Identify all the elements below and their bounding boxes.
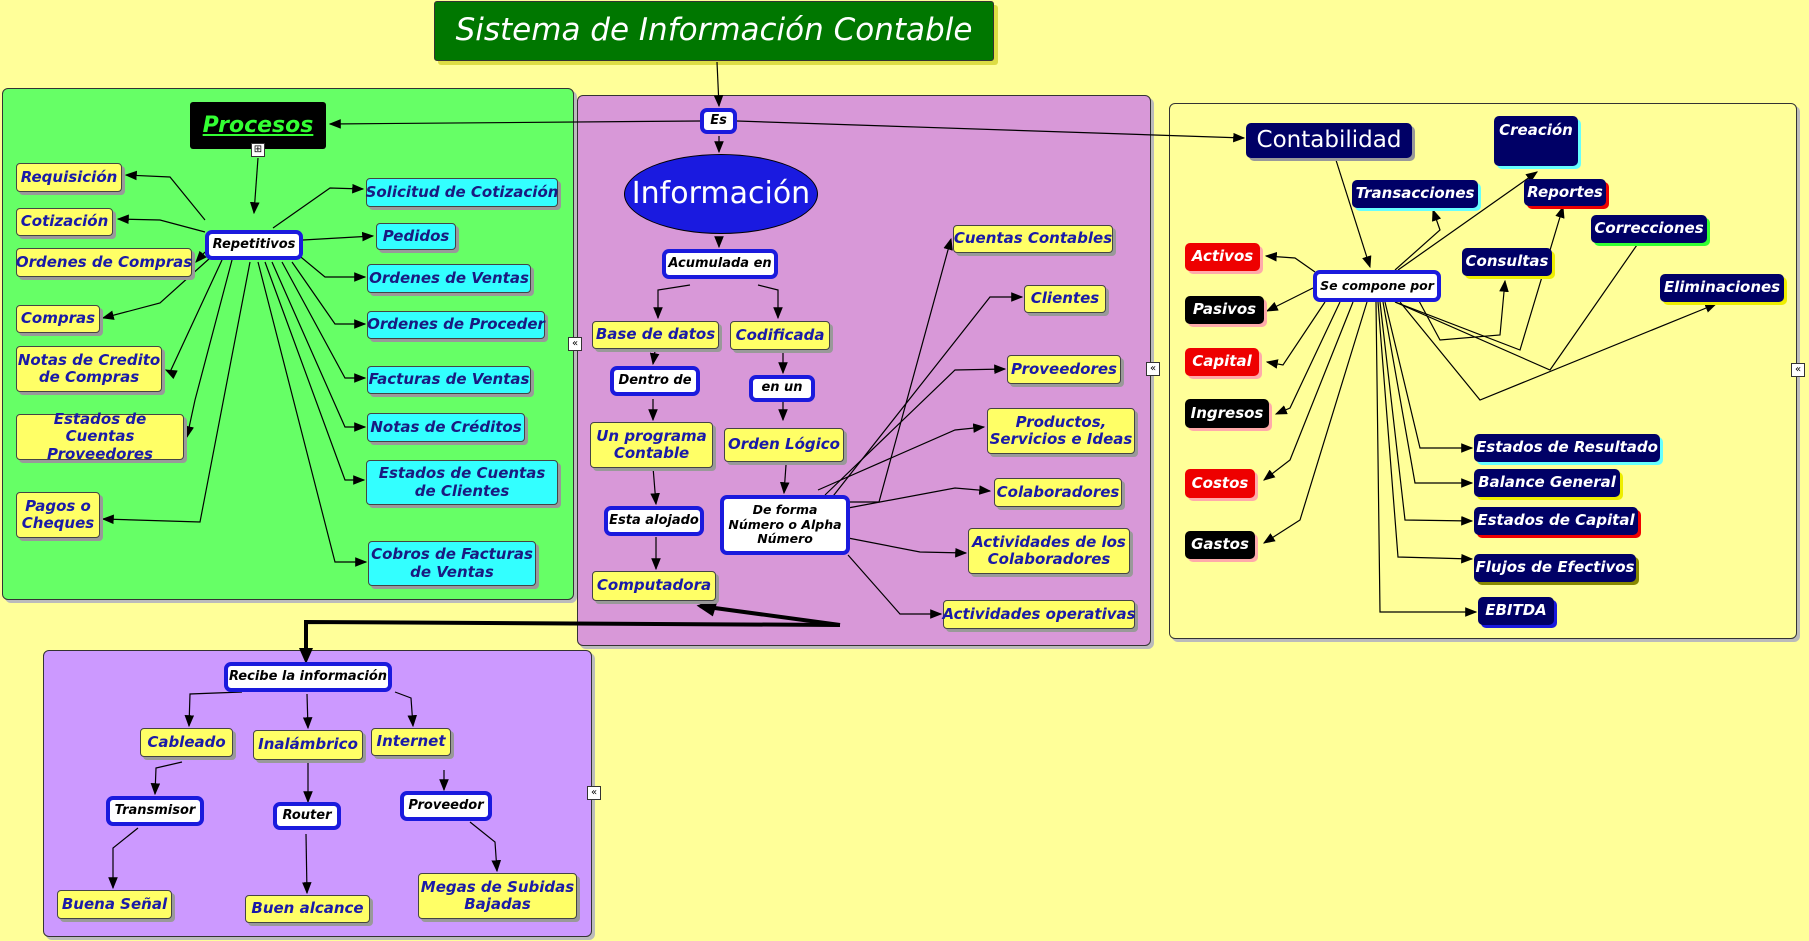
consultas-node: Consultas [1462,248,1552,276]
costos-node: Costos [1185,469,1255,498]
estados-cuentas-clientes-node: Estados de Cuentas de Clientes [366,460,558,505]
red-collapse-icon[interactable]: « [587,786,601,800]
megas-node: Megas de Subidas Bajadas [418,873,577,919]
cuentas-contables-node: Cuentas Contables [953,225,1113,253]
requisicion-node: Requisición [16,163,122,192]
solicitud-cotizacion-node: Solicitud de Cotización [366,178,558,207]
transmisor-node: Transmisor [106,796,204,826]
ordenes-compras-node: Ordenes de Compras [16,248,192,277]
activos-node: Activos [1185,243,1260,271]
transacciones-node: Transacciones [1352,180,1478,208]
proveedor-node: Proveedor [400,791,492,821]
repetitivos-node: Repetitivos [205,230,303,260]
clientes-node: Clientes [1024,285,1106,313]
internet-node: Internet [371,728,451,756]
se-compone-node: Se compone por [1313,270,1441,302]
procesos-expand-icon[interactable]: ⊞ [251,143,265,157]
esta-alojado-node: Esta alojado [604,506,704,536]
buen-alcance-node: Buen alcance [245,895,370,923]
programa-contable-node: Un programa Contable [590,422,713,468]
cobros-facturas-ventas-node: Cobros de Facturas de Ventas [368,541,536,586]
acumulada-node: Acumulada en [662,249,778,279]
cableado-node: Cableado [140,728,233,757]
actividades-operativas-node: Actividades operativas [942,600,1136,629]
ebitda-node: EBITDA [1478,597,1554,625]
pasivos-node: Pasivos [1185,296,1264,324]
inalambrico-node: Inalámbrico [253,730,363,760]
reportes-node: Reportes [1524,179,1606,206]
estados-resultado-node: Estados de Resultado [1474,434,1660,462]
computadora-node: Computadora [592,571,716,601]
en-un-node: en un [749,375,815,402]
ingresos-node: Ingresos [1185,399,1269,428]
pedidos-node: Pedidos [376,223,456,250]
base-datos-node: Base de datos [592,321,719,349]
notas-creditos-node: Notas de Créditos [367,413,525,442]
facturas-ventas-node: Facturas de Ventas [367,366,531,394]
procesos-collapse-icon[interactable]: « [568,337,582,351]
capital-node: Capital [1185,348,1259,376]
flujos-efectivos-node: Flujos de Efectivos [1474,554,1636,582]
eliminaciones-node: Eliminaciones [1660,274,1784,302]
creacion-node: Creación [1494,116,1578,166]
compras-node: Compras [16,305,100,333]
dentro-de-node: Dentro de [610,366,700,396]
contabilidad-title: Contabilidad [1246,123,1412,158]
productos-servicios-node: Productos, Servicios e Ideas [987,408,1135,454]
estados-cuentas-proveedores-node: Estados de Cuentas Proveedores [16,411,184,462]
informacion-node: Información [624,154,818,234]
codificada-node: Codificada [730,321,830,350]
notas-credito-compras-node: Notas de Credito de Compras [16,346,162,392]
correcciones-node: Correcciones [1591,215,1707,243]
colaboradores-node: Colaboradores [994,478,1122,507]
pagos-cheques-node: Pagos o Cheques [16,492,100,538]
contabilidad-panel [1169,103,1797,639]
balance-general-node: Balance General [1474,469,1620,497]
estados-capital-node: Estados de Capital [1474,507,1638,535]
forma-numerico-node: De forma Número o Alpha Número [720,495,850,555]
gastos-node: Gastos [1185,531,1255,559]
ordenes-ventas-node: Ordenes de Ventas [367,264,531,293]
recibe-informacion-node: Recibe la información [224,662,392,692]
router-node: Router [273,802,341,830]
proveedores-node: Proveedores [1007,355,1121,384]
es-node: Es [700,108,737,134]
ordenes-proceder-node: Ordenes de Proceder [367,311,545,339]
actividades-colaboradores-node: Actividades de los Colaboradores [968,528,1130,574]
contabilidad-collapse-icon[interactable]: « [1791,363,1805,377]
cotizacion-node: Cotización [16,208,113,236]
procesos-title: Procesos [190,102,326,149]
orden-logico-node: Orden Lógico [724,428,844,462]
page-title: Sistema de Información Contable [434,1,994,61]
informacion-collapse-icon[interactable]: « [1146,362,1160,376]
buena-senal-node: Buena Señal [57,890,172,919]
